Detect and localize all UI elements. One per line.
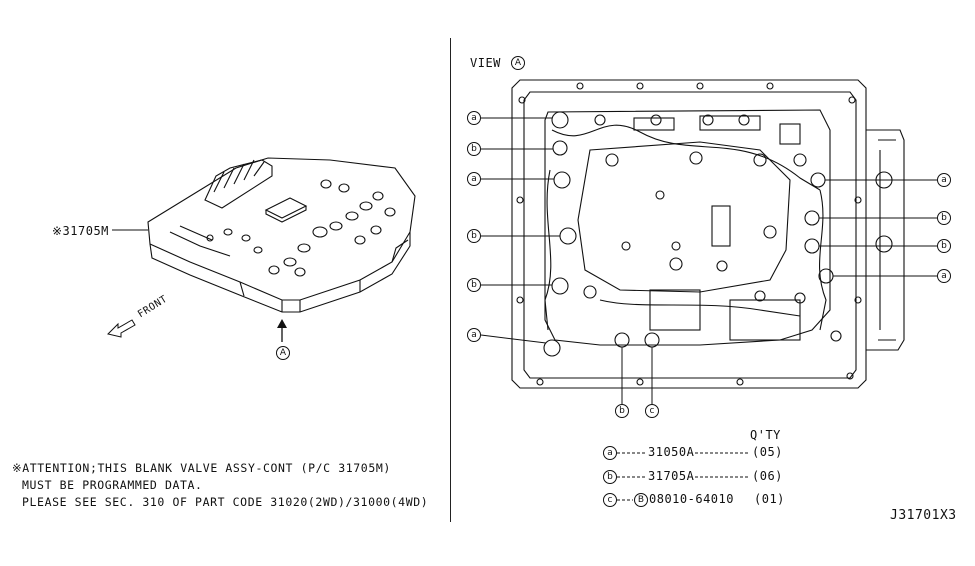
callout-right-2: b: [937, 211, 951, 225]
legend-qty-a: (05): [752, 445, 783, 459]
legend-key-a: a: [603, 446, 617, 460]
legend-qty-b: (06): [752, 469, 783, 483]
callout-right-1: a: [937, 173, 951, 187]
bolt-marker-b: B: [634, 493, 648, 507]
callout-left-6: a: [467, 328, 481, 342]
qty-header: Q'TY: [750, 428, 781, 442]
view-title: VIEW: [470, 56, 501, 70]
legend-qty-c: (01): [754, 492, 785, 506]
legend-key-c: c: [603, 493, 617, 507]
callout-right-3: b: [937, 239, 951, 253]
note-line-2: MUST BE PROGRAMMED DATA.: [22, 478, 203, 492]
callout-left-4: b: [467, 229, 481, 243]
panel-divider: [450, 38, 451, 522]
view-marker-a: A: [276, 346, 290, 360]
legend-part-c: 08010-64010: [649, 492, 734, 506]
callout-bottom-1: b: [615, 404, 629, 418]
callout-bottom-2: c: [645, 404, 659, 418]
part-label-31705m: ※31705M: [52, 224, 109, 238]
note-line-1: ※ATTENTION;THIS BLANK VALVE ASSY-CONT (P…: [12, 461, 391, 475]
legend-part-a: 31050A: [648, 445, 695, 459]
callout-left-5: b: [467, 278, 481, 292]
callout-left-2: b: [467, 142, 481, 156]
note-line-3: PLEASE SEE SEC. 310 OF PART CODE 31020(2…: [22, 495, 429, 509]
callout-right-4: a: [937, 269, 951, 283]
valve-body-illustration: [107, 157, 416, 342]
callout-left-3: a: [467, 172, 481, 186]
legend-key-b: b: [603, 470, 617, 484]
diagram-code: J31701X3: [890, 508, 957, 523]
callout-left-1: a: [467, 111, 481, 125]
legend-part-b: 31705A: [648, 469, 695, 483]
view-title-marker: A: [511, 56, 525, 70]
